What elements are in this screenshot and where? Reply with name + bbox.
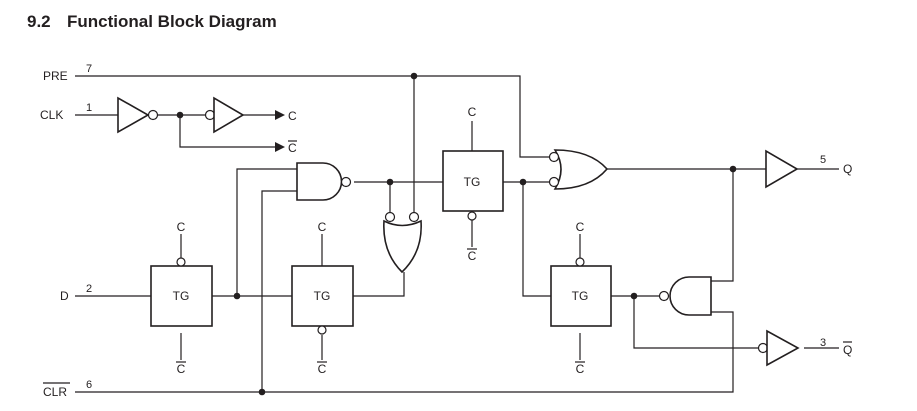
- tg-control-cbar: C: [318, 362, 327, 376]
- wires: [75, 75, 839, 393]
- d-input-label: D: [60, 289, 69, 303]
- nand-gate-2: [658, 276, 712, 316]
- or-gate-2: [548, 149, 609, 190]
- tg-block-2: TG C C: [291, 220, 354, 376]
- tg-label: TG: [572, 289, 589, 303]
- tg-control-cbar: C: [576, 362, 585, 376]
- section-title: Functional Block Diagram: [67, 12, 277, 31]
- tg-control-cbar: C: [468, 249, 477, 263]
- or-gate-1: [383, 211, 422, 274]
- clk-pin-number: 1: [86, 102, 92, 114]
- section-number: 9.2: [27, 12, 51, 31]
- clk-buffer: [204, 96, 245, 134]
- d-pin-number: 2: [86, 283, 92, 295]
- c-arrow-icon: [275, 110, 285, 120]
- tg-block-3: TG C C: [442, 105, 504, 263]
- qbar-output-label: Q: [843, 343, 852, 357]
- clr-input-label: CLR: [43, 385, 67, 399]
- q-pin-number: 5: [820, 154, 826, 166]
- qbar-output-buffer: [757, 329, 800, 367]
- qbar-pin-number: 3: [820, 337, 826, 349]
- pre-input-label: PRE: [43, 69, 68, 83]
- clk-inverter: [117, 96, 159, 134]
- q-output-label: Q: [843, 162, 852, 176]
- clk-c-label: C: [288, 109, 297, 123]
- tg-control-c: C: [177, 220, 186, 234]
- tg-block-1: TG C C: [150, 220, 213, 376]
- clk-input-label: CLK: [40, 108, 63, 122]
- tg-control-c: C: [318, 220, 327, 234]
- tg-block-4: TG C C: [550, 220, 612, 376]
- tg-label: TG: [314, 289, 331, 303]
- q-output-buffer: [765, 149, 799, 189]
- tg-control-c: C: [576, 220, 585, 234]
- pre-pin-number: 7: [86, 63, 92, 75]
- tg-control-cbar: C: [177, 362, 186, 376]
- nand-gate-1: [296, 162, 352, 201]
- tg-label: TG: [173, 289, 190, 303]
- tg-label: TG: [464, 175, 481, 189]
- cbar-arrow-icon: [275, 142, 285, 152]
- junctions: [176, 72, 737, 396]
- clr-pin-number: 6: [86, 379, 92, 391]
- tg-control-c: C: [468, 105, 477, 119]
- section-heading: 9.2 Functional Block Diagram: [27, 12, 277, 32]
- clk-cbar-label: C: [288, 141, 297, 155]
